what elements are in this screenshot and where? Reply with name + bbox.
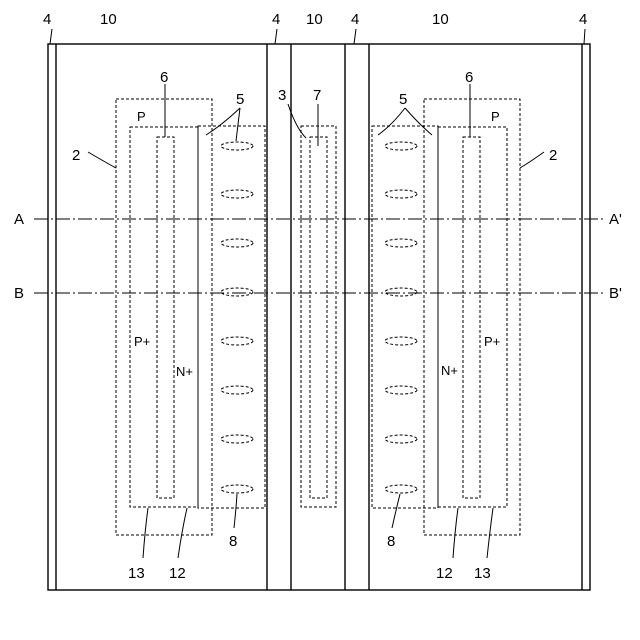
- label-p-plus-right: P+: [484, 334, 500, 349]
- label-13-right: 13: [474, 565, 491, 582]
- center-region-3: [301, 126, 336, 507]
- label-10-center: 10: [306, 11, 323, 28]
- label-5-right: 5: [399, 91, 407, 108]
- right-contact-6: [463, 137, 480, 498]
- left-region-12: [198, 126, 265, 508]
- label-2-right: 2: [549, 147, 557, 164]
- label-5-left: 5: [236, 91, 244, 108]
- right-trench-ellipses: [385, 142, 417, 493]
- label-8-right: 8: [387, 533, 395, 550]
- right-device: [372, 99, 520, 535]
- label-b: B: [14, 285, 24, 302]
- right-region-13: [438, 127, 507, 507]
- label-7: 7: [313, 87, 321, 104]
- label-p-left: P: [137, 109, 146, 124]
- label-13-left: 13: [128, 565, 145, 582]
- label-2-left: 2: [72, 147, 80, 164]
- label-p-plus-left: P+: [134, 334, 150, 349]
- label-4-center-right: 4: [351, 11, 359, 28]
- right-region-12: [372, 126, 438, 508]
- label-n-plus-left: N+: [176, 364, 193, 379]
- labels: 4 10 4 10 4 10 4 2 2 6 6 5 5 3 7 P P P+ …: [14, 11, 622, 582]
- label-12-left: 12: [169, 565, 186, 582]
- left-device: [116, 99, 265, 535]
- label-6-left: 6: [160, 69, 168, 86]
- label-6-right: 6: [465, 69, 473, 86]
- label-4-left: 4: [43, 11, 51, 28]
- label-3: 3: [278, 87, 286, 104]
- center-contact-7: [310, 137, 327, 498]
- left-region-13: [130, 127, 198, 507]
- label-10-left: 10: [100, 11, 117, 28]
- label-12-right: 12: [436, 565, 453, 582]
- left-contact-6: [157, 137, 174, 498]
- center-device: [301, 126, 336, 507]
- label-a-prime: A': [609, 211, 622, 228]
- label-4-center-left: 4: [272, 11, 280, 28]
- label-p-right: P: [491, 109, 500, 124]
- label-a: A: [14, 211, 24, 228]
- label-n-plus-right: N+: [441, 363, 458, 378]
- left-trench-ellipses: [221, 142, 253, 493]
- label-10-right: 10: [432, 11, 449, 28]
- label-b-prime: B': [609, 285, 622, 302]
- label-4-right: 4: [579, 11, 587, 28]
- label-8-left: 8: [229, 533, 237, 550]
